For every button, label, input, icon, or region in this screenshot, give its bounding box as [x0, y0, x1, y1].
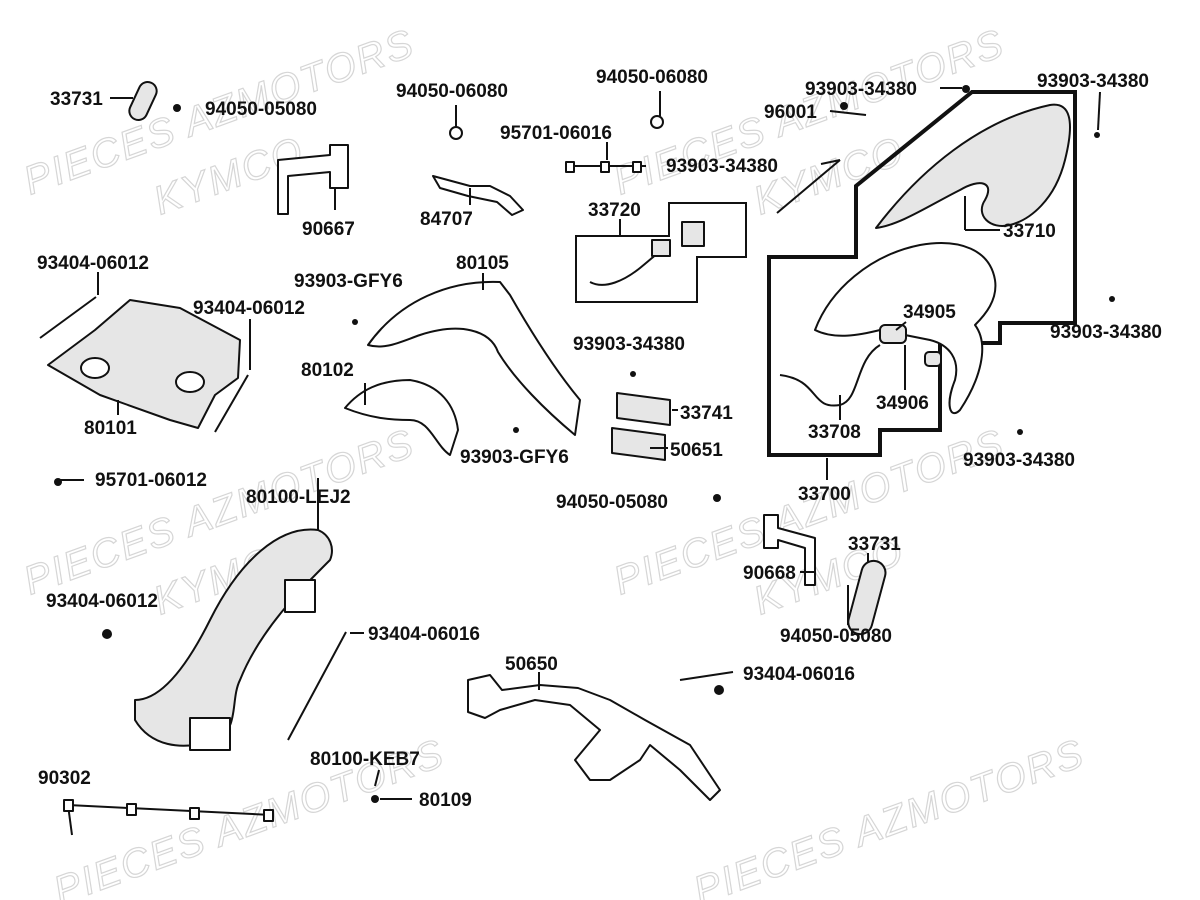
part-number-label: 34905 — [903, 302, 956, 323]
taillight-assembly-frame — [767, 90, 1077, 457]
part-number-label: 50650 — [505, 654, 558, 675]
part-number-label: 80109 — [419, 790, 472, 811]
part-number-label: 94050-05080 — [780, 626, 892, 647]
connector-part — [681, 221, 705, 247]
part-number-label: 93903-34380 — [1037, 71, 1149, 92]
part-number-label: 93404-06012 — [193, 298, 305, 319]
part-number-label: 50651 — [670, 440, 723, 461]
part-number-label: 93903-34380 — [573, 334, 685, 355]
fender-opening — [80, 357, 110, 379]
mount-block — [284, 579, 316, 613]
reflector-part — [128, 81, 158, 121]
part-number-label: 94050-05080 — [205, 99, 317, 120]
mount-block — [189, 717, 231, 751]
long-bolt — [214, 374, 249, 433]
part-number-label: 94050-06080 — [596, 67, 708, 88]
stay-bar-90302 — [67, 804, 273, 816]
taillight-lens — [875, 103, 1071, 229]
plate-50651 — [611, 427, 666, 461]
bracket-90668 — [763, 514, 816, 586]
part-number-label: 33720 — [588, 200, 641, 221]
part-number-label: 33741 — [680, 403, 733, 424]
bulb-socket — [924, 351, 942, 367]
part-number-label: 93903-34380 — [963, 450, 1075, 471]
part-number-label: 93404-06012 — [46, 591, 158, 612]
part-number-label: 95701-06016 — [500, 123, 612, 144]
part-labels: 33731 94050-05080 94050-06080 94050-0608… — [37, 67, 1162, 811]
bulb-socket — [879, 324, 907, 344]
part-number-label: 80102 — [301, 360, 354, 381]
part-number-label: 93903-34380 — [805, 79, 917, 100]
part-number-label: 95701-06012 — [95, 470, 207, 491]
part-number-label: 34906 — [876, 393, 929, 414]
plate-33741 — [616, 392, 671, 426]
part-number-label: 80105 — [456, 253, 509, 274]
part-number-label: 33731 — [848, 534, 901, 555]
long-bolt — [776, 159, 841, 214]
long-bolt — [679, 671, 734, 681]
part-number-label: 90667 — [302, 219, 355, 240]
part-number-label: 93404-06016 — [743, 664, 855, 685]
part-number-label: 33700 — [798, 484, 851, 505]
part-number-label: 93903-GFY6 — [294, 271, 403, 292]
long-bolt — [287, 631, 347, 741]
rear-cover-80105 — [367, 280, 581, 436]
inner-fender-80102 — [344, 379, 459, 456]
connector-part — [651, 239, 671, 257]
support-frame-50650 — [467, 674, 721, 801]
part-number-label: 96001 — [764, 102, 817, 123]
fender-80101 — [47, 299, 241, 429]
part-number-label: 90668 — [743, 563, 796, 584]
part-number-label: 90302 — [38, 768, 91, 789]
part-number-label: 93404-06016 — [368, 624, 480, 645]
part-number-label: 93404-06012 — [37, 253, 149, 274]
part-number-label: 80101 — [84, 418, 137, 439]
part-number-label: 93903-34380 — [666, 156, 778, 177]
part-number-label: 93903-GFY6 — [460, 447, 569, 468]
bracket-90667 — [277, 144, 349, 215]
wire-harness-33708 — [779, 344, 881, 407]
part-number-label: 93903-34380 — [1050, 322, 1162, 343]
part-number-label: 94050-06080 — [396, 81, 508, 102]
part-number-label: 80100-LEJ2 — [246, 487, 351, 508]
reflector-part — [847, 559, 887, 636]
bracket-84707 — [432, 175, 524, 216]
screw-row — [565, 161, 646, 173]
part-number-label: 33731 — [50, 89, 103, 110]
nut-part — [650, 115, 664, 129]
bolt-markers — [54, 85, 1115, 803]
leader-lines — [60, 87, 1101, 800]
assembly-frames — [575, 90, 1077, 457]
watermark-text: PIECES AZMOTORS — [688, 731, 1090, 900]
part-number-label: 84707 — [420, 209, 473, 230]
part-number-label: 80100-KEB7 — [310, 749, 420, 770]
nut-part — [449, 126, 463, 140]
long-bolt — [39, 296, 97, 339]
part-drawings — [39, 81, 1071, 836]
harness-assembly-frame — [575, 202, 747, 303]
fender-opening — [175, 371, 205, 393]
part-number-label: 33708 — [808, 422, 861, 443]
part-number-label: 94050-05080 — [556, 492, 668, 513]
part-number-label: 33710 — [1003, 221, 1056, 242]
